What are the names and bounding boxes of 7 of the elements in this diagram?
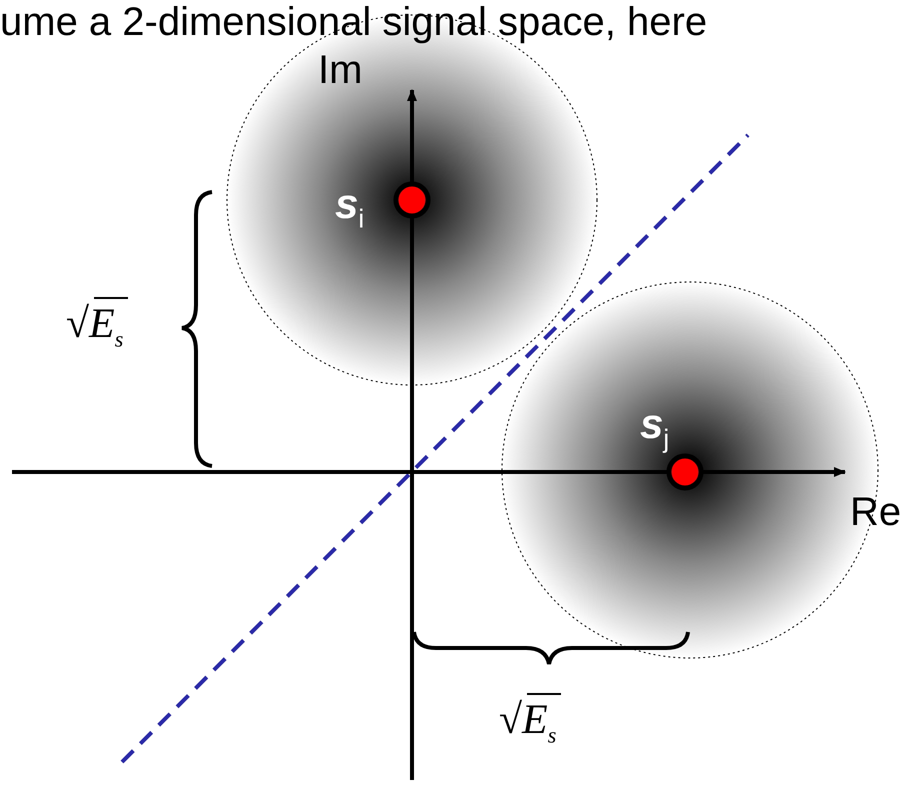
- amplitude-label: √E$_{s}$: [66, 300, 124, 352]
- heading-text: ume a 2-dimensional signal space, here: [0, 0, 708, 45]
- axis-label: Im: [318, 48, 362, 93]
- signal-label: s$_{j}$: [640, 400, 670, 454]
- signal-label: s$_{i}$: [335, 180, 364, 234]
- axis-label: Re: [850, 490, 902, 535]
- amplitude-label: √E$_{s}$: [499, 696, 556, 748]
